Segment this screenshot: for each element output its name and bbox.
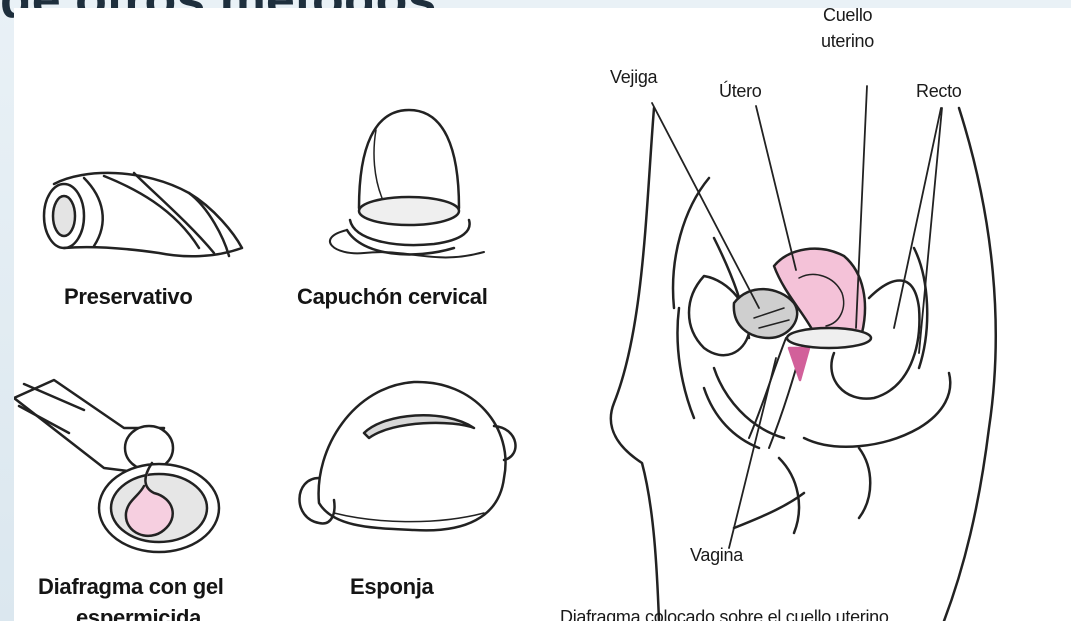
cervix-label-line2: uterino	[821, 30, 874, 52]
cervical-cap-label: Capuchón cervical	[297, 284, 488, 310]
sponge-drawing	[299, 382, 515, 530]
uterus-label: Útero	[719, 80, 762, 102]
illustrations	[14, 8, 1071, 621]
contraception-figure: Preservativo Capuchón cervical Diafragma…	[14, 8, 1071, 621]
cervix-label-line1: Cuello	[823, 8, 872, 26]
bladder-label: Vejiga	[610, 66, 657, 88]
rectum-label: Recto	[916, 80, 962, 102]
vagina-label: Vagina	[690, 544, 743, 566]
diaphragm-gel-label-line2: espermicida	[76, 605, 201, 621]
condom-drawing	[44, 173, 242, 256]
diaphragm-gel-label-line1: Diafragma con gel	[38, 574, 224, 600]
condom-label: Preservativo	[64, 284, 193, 310]
anatomy-drawing	[611, 108, 996, 621]
diaphragm-gel-drawing	[14, 380, 219, 552]
sponge-label: Esponja	[350, 574, 433, 600]
anatomy-caption: Diafragma colocado sobre el cuello uteri…	[560, 606, 889, 621]
cervical-cap-drawing	[330, 110, 484, 257]
